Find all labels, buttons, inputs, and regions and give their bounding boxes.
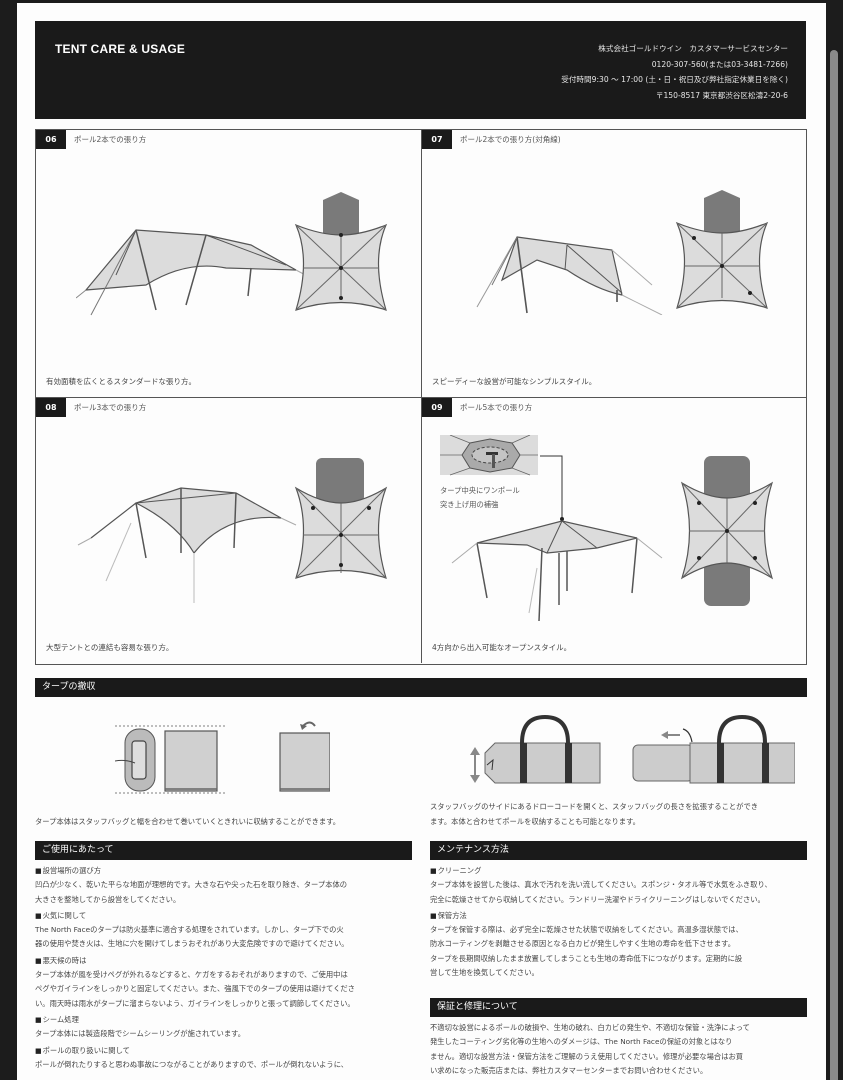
usage-item-line: The North Faceのタープは防火基準に適合する処理をされています。しか… — [35, 925, 344, 935]
tarp-top-view-illustration — [680, 456, 774, 606]
maintenance-item-line: タープを保管する際は、必ず完全に乾燥させた状態で収納をしてください。高温多湿状態… — [430, 925, 743, 935]
maintenance-item-line: 営して生地を換気してください。 — [430, 968, 539, 978]
pitch-title: ポール2本での張り方(対角線) — [460, 135, 561, 144]
pitch-caption: 大型テントとの連結も容易な張り方。 — [46, 643, 174, 652]
document-page: TENT CARE & USAGE 株式会社ゴールドウイン カスタマーサービスセ… — [17, 3, 826, 1080]
page-header: TENT CARE & USAGE 株式会社ゴールドウイン カスタマーサービスセ… — [35, 21, 806, 119]
center-reinforcement-inset-illustration — [440, 435, 538, 476]
pitch-style-07: 07 ポール2本での張り方(対角線) — [422, 130, 806, 398]
usage-item-line: タープ本体には製造段階でシームシーリングが施されています。 — [35, 1029, 246, 1039]
pitch-title: ポール5本での張り方 — [460, 403, 533, 412]
address: 〒150-8517 東京都渋谷区松濤2-20-6 — [655, 90, 788, 100]
usage-item-title: シーム処理 — [35, 1013, 415, 1027]
usage-item-title: 設営場所の選び方 — [35, 864, 415, 878]
inset-label-line-2: 突き上げ用の補強 — [440, 500, 499, 509]
page-title: TENT CARE & USAGE — [55, 42, 186, 56]
pitch-caption: 有効面積を広くとるスタンダードな張り方。 — [46, 377, 196, 386]
usage-item-line: ペグやガイラインをしっかりと固定してください。また、強風下でのタープの使用は避け… — [35, 984, 355, 994]
warranty-section-body: 不適切な設営によるポールの破損や、生地の破れ、白カビの発生や、不適切な保管・洗浄… — [430, 1021, 815, 1078]
maintenance-item-line: タープ本体を設営した後は、真水で汚れを洗い流してください。スポンジ・タオル等で水… — [430, 880, 772, 890]
maintenance-item-title: クリーニング — [430, 864, 815, 878]
usage-item-line: い。雨天時は雨水がタープに溜まらないよう、ガイラインをしっかりと張って調節してく… — [35, 998, 355, 1008]
pitch-style-09: 09 ポール5本での張り方 タープ中央にワンポール — [422, 398, 806, 663]
pitch-number: 07 — [422, 130, 452, 149]
pitch-number: 06 — [36, 130, 66, 149]
callout-connector-line — [540, 455, 564, 521]
pitch-number: 09 — [422, 398, 452, 417]
inset-label-line-1: タープ中央にワンポール — [440, 486, 520, 495]
usage-item: 火気に関して The North Faceのタープは防火基準に適合する処理をされ… — [35, 909, 415, 952]
pitch-style-06: 06 ポール2本での張り方 — [36, 130, 422, 398]
inset-label: タープ中央にワンポール 突き上げ用の補強 — [440, 484, 520, 512]
pitch-number: 08 — [36, 398, 66, 417]
usage-item: 設営場所の選び方 凹凸が少なく、乾いた平らな地面が理想的です。大きな石や尖った石… — [35, 864, 415, 907]
maintenance-item: 保管方法 タープを保管する際は、必ず完全に乾燥させた状態で収納をしてください。高… — [430, 909, 815, 980]
storage-right-text-line-2: ます。本体と合わせてポールを収納することも可能となります。 — [430, 816, 640, 826]
warranty-line: ません。適切な設営方法・保管方法をご理解のうえ使用してください。修理が必要な場合… — [430, 1051, 744, 1061]
maintenance-section-body: クリーニング タープ本体を設営した後は、真水で汚れを洗い流してください。スポンジ… — [430, 864, 815, 982]
pitch-style-08: 08 ポール3本での張り方 — [36, 398, 422, 663]
pitch-caption: 4方向から出入可能なオープンスタイル。 — [432, 643, 572, 652]
section-heading-maintenance: メンテナンス方法 — [430, 841, 807, 860]
usage-item-line: ポールが倒れたりすると思わぬ事故につながることがありますので、ポールが倒れないよ… — [35, 1059, 349, 1069]
storage-right-text: スタッフバッグのサイドにあるドローコードを開くと、スタッフバッグの長さを拡張する… — [430, 800, 758, 829]
pitch-caption: スピーディーな設営が可能なシンプルスタイル。 — [432, 377, 597, 386]
pitch-styles-grid: 06 ポール2本での張り方 — [35, 129, 807, 665]
maintenance-item-title: 保管方法 — [430, 909, 815, 923]
tarp-side-view-illustration — [476, 236, 663, 315]
usage-item-line: 大きさを整地してから設営をしてください。 — [35, 894, 181, 904]
tarp-top-view-illustration — [294, 458, 388, 579]
service-hours: 受付時間9:30 ～ 17:00 (土・日・祝日及び弊社指定休業日を除く) — [561, 75, 788, 84]
section-heading-storage: タープの撤収 — [35, 678, 807, 697]
rolling-tarp-illustration — [115, 721, 330, 794]
usage-item-title: ポールの取り扱いに関して — [35, 1044, 415, 1058]
usage-item-line: タープ本体が風を受けペグが外れるなどすると、ケガをするおそれがありますので、ご使… — [35, 970, 348, 980]
tarp-top-view-illustration — [294, 192, 388, 311]
scrollbar-thumb[interactable] — [830, 50, 838, 1080]
contact-info: 株式会社ゴールドウイン カスタマーサービスセンター 0120-307-560(ま… — [561, 41, 788, 103]
warranty-line: 不適切な設営によるポールの破損や、生地の破れ、白カビの発生や、不適切な保管・洗浄… — [430, 1023, 750, 1032]
maintenance-item: クリーニング タープ本体を設営した後は、真水で汚れを洗い流してください。スポンジ… — [430, 864, 815, 907]
storage-left-text: タープ本体はスタッフバッグと幅を合わせて巻いていくときれいに収納することができま… — [35, 817, 341, 826]
pitch-title: ポール2本での張り方 — [74, 135, 147, 144]
section-heading-warranty: 保証と修理について — [430, 998, 807, 1017]
usage-item: シーム処理 タープ本体には製造段階でシームシーリングが施されています。 — [35, 1013, 415, 1042]
usage-item-line: 凹凸が少なく、乾いた平らな地面が理想的です。大きな石や尖った石を取り除き、タープ… — [35, 880, 348, 890]
maintenance-item-line: 完全に乾燥させてから収納してください。ランドリー洗濯やドライクリーニングはしない… — [430, 894, 765, 904]
phone-number: 0120-307-560(または03-3481-7266) — [651, 59, 788, 69]
warranty-line: 発生したコーティング劣化等の生地へのダメージは、The North Faceの保… — [430, 1037, 733, 1047]
tarp-side-view-illustration — [451, 520, 663, 622]
usage-item: 悪天候の時は タープ本体が風を受けペグが外れるなどすると、ケガをするおそれがあり… — [35, 954, 415, 1011]
tarp-side-view-illustration — [77, 487, 297, 603]
maintenance-item-line: タープを長期間収納したまま放置してしまうことも生地の寿命低下につながります。定期… — [430, 953, 743, 963]
tarp-top-view-illustration — [675, 190, 769, 309]
warranty-line: い求めになった販売店または、弊社カスタマーセンターまでお問い合わせください。 — [430, 1065, 708, 1075]
maintenance-item-line: 防水コーティングを剥離させる原因となる白カビが発生しやすく生地の寿命を低下させま… — [430, 939, 736, 949]
stuff-bag-extension-illustration — [470, 715, 795, 784]
storage-right-text-line-1: スタッフバッグのサイドにあるドローコードを開くと、スタッフバッグの長さを拡張する… — [430, 802, 759, 811]
usage-item: ポールの取り扱いに関して ポールが倒れたりすると思わぬ事故につながることがありま… — [35, 1044, 415, 1073]
pitch-title: ポール3本での張り方 — [74, 403, 147, 412]
usage-section-body: 設営場所の選び方 凹凸が少なく、乾いた平らな地面が理想的です。大きな石や尖った石… — [35, 864, 415, 1074]
usage-item-title: 悪天候の時は — [35, 954, 415, 968]
company-name: 株式会社ゴールドウイン カスタマーサービスセンター — [598, 44, 788, 53]
tarp-side-view-illustration — [76, 229, 312, 316]
usage-item-line: 器の使用や焚き火は、生地に穴を開けてしまうおそれがあり大変危険ですので避けてくだ… — [35, 939, 349, 949]
usage-item-title: 火気に関して — [35, 909, 415, 923]
section-heading-usage: ご使用にあたって — [35, 841, 412, 860]
